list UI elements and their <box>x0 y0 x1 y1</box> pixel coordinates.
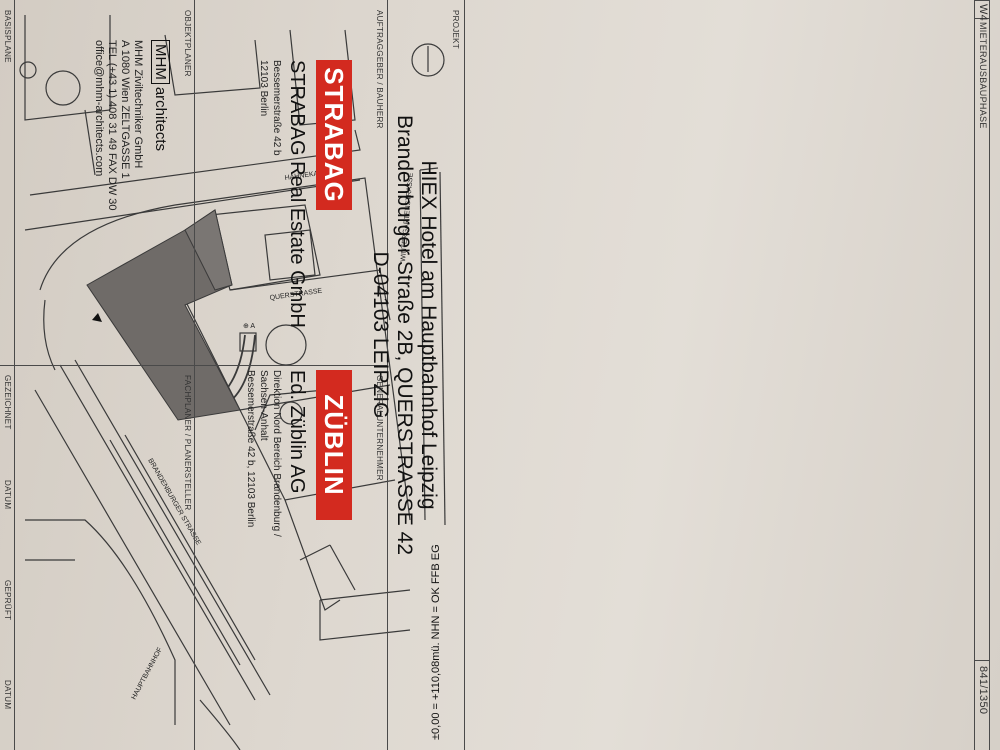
block-top-mid <box>164 34 261 96</box>
contractor-name: Ed. Züblin AG <box>286 370 308 494</box>
client-name: STRABAG Real Estate GmbH <box>286 60 308 328</box>
street-line-right <box>419 169 426 521</box>
client-address1: Bessemerstraße 42 b <box>271 60 282 156</box>
label-projekt: PROJEKT <box>451 10 460 49</box>
block-bottom-left <box>25 519 176 725</box>
project-title: HIEX Hotel am Hauptbahnhof Leipzig <box>417 160 440 510</box>
label-generalunternehmer: GENERALUNTERNEHMER <box>375 375 384 481</box>
mhm-logo: MHM architects <box>151 40 170 151</box>
mhm-logo-box: MHM <box>151 40 170 84</box>
circle-feature-1 <box>45 70 81 106</box>
courtyard-circle-1 <box>265 324 307 366</box>
architect-line1: MHM Ziviltechniker GmbH <box>132 40 144 169</box>
ramp-label: ⊕ A <box>243 323 255 330</box>
zueblin-logo: ZÜBLIN <box>316 370 352 520</box>
contractor-address2: Sachsen-Anhalt <box>258 370 269 441</box>
street-line-1 <box>59 364 256 701</box>
label-datum-2: DATUM <box>3 680 12 710</box>
sheet-phase: MIETERAUSBAUPHASE <box>978 22 988 129</box>
architect-line2: A 1080 Wien ZELTGASSE 1 <box>119 40 131 179</box>
entrance-marker <box>92 313 102 322</box>
mhm-logo-text: architects <box>152 86 169 152</box>
circle-feature-2 <box>19 61 37 79</box>
architect-line3: TEL (+43 1) 408 31 49 FAX DW 30 <box>106 40 118 211</box>
project-address: Brandenburger Straße 2B, QUERSTRASSE 42 <box>393 114 416 556</box>
north-arrow-circle <box>411 43 445 77</box>
label-objektplaner: OBJEKTPLANER <box>183 10 192 77</box>
sheet-code: W4 <box>977 4 989 22</box>
plan-number: 841/1350 <box>977 666 989 715</box>
block-outline <box>39 177 411 521</box>
block-top-left <box>24 15 111 121</box>
site-plan: ⊕ A HAHNEKAMM QUERSTRASSE WINTERGARTENST… <box>19 15 446 750</box>
courtyard-circle-2 <box>279 401 303 425</box>
architect-email: office@mhm-architects.com <box>93 40 105 177</box>
label-gezeichnet: GEZEICHNET <box>3 375 12 430</box>
label-basisplane: BASISPLANE <box>3 10 12 63</box>
contractor-address1: Direktion Nord Bereich Brandenburg / <box>271 370 282 537</box>
label-datum-1: DATUM <box>3 480 12 510</box>
road-edge-top <box>29 129 361 196</box>
label-auftraggeber: AUFTRAGGEBER / BAUHERR <box>375 10 384 129</box>
label-fachplaner: FACHPLANER / PLANERSTELLER <box>183 375 192 511</box>
contractor-address3: Bessemerstraße 42 b, 12103 Berlin <box>245 370 256 528</box>
label-geprueft: GEPRÜFT <box>3 580 12 621</box>
strabag-logo: STRABAG <box>316 60 352 210</box>
client-address2: 12103 Berlin <box>258 60 269 117</box>
